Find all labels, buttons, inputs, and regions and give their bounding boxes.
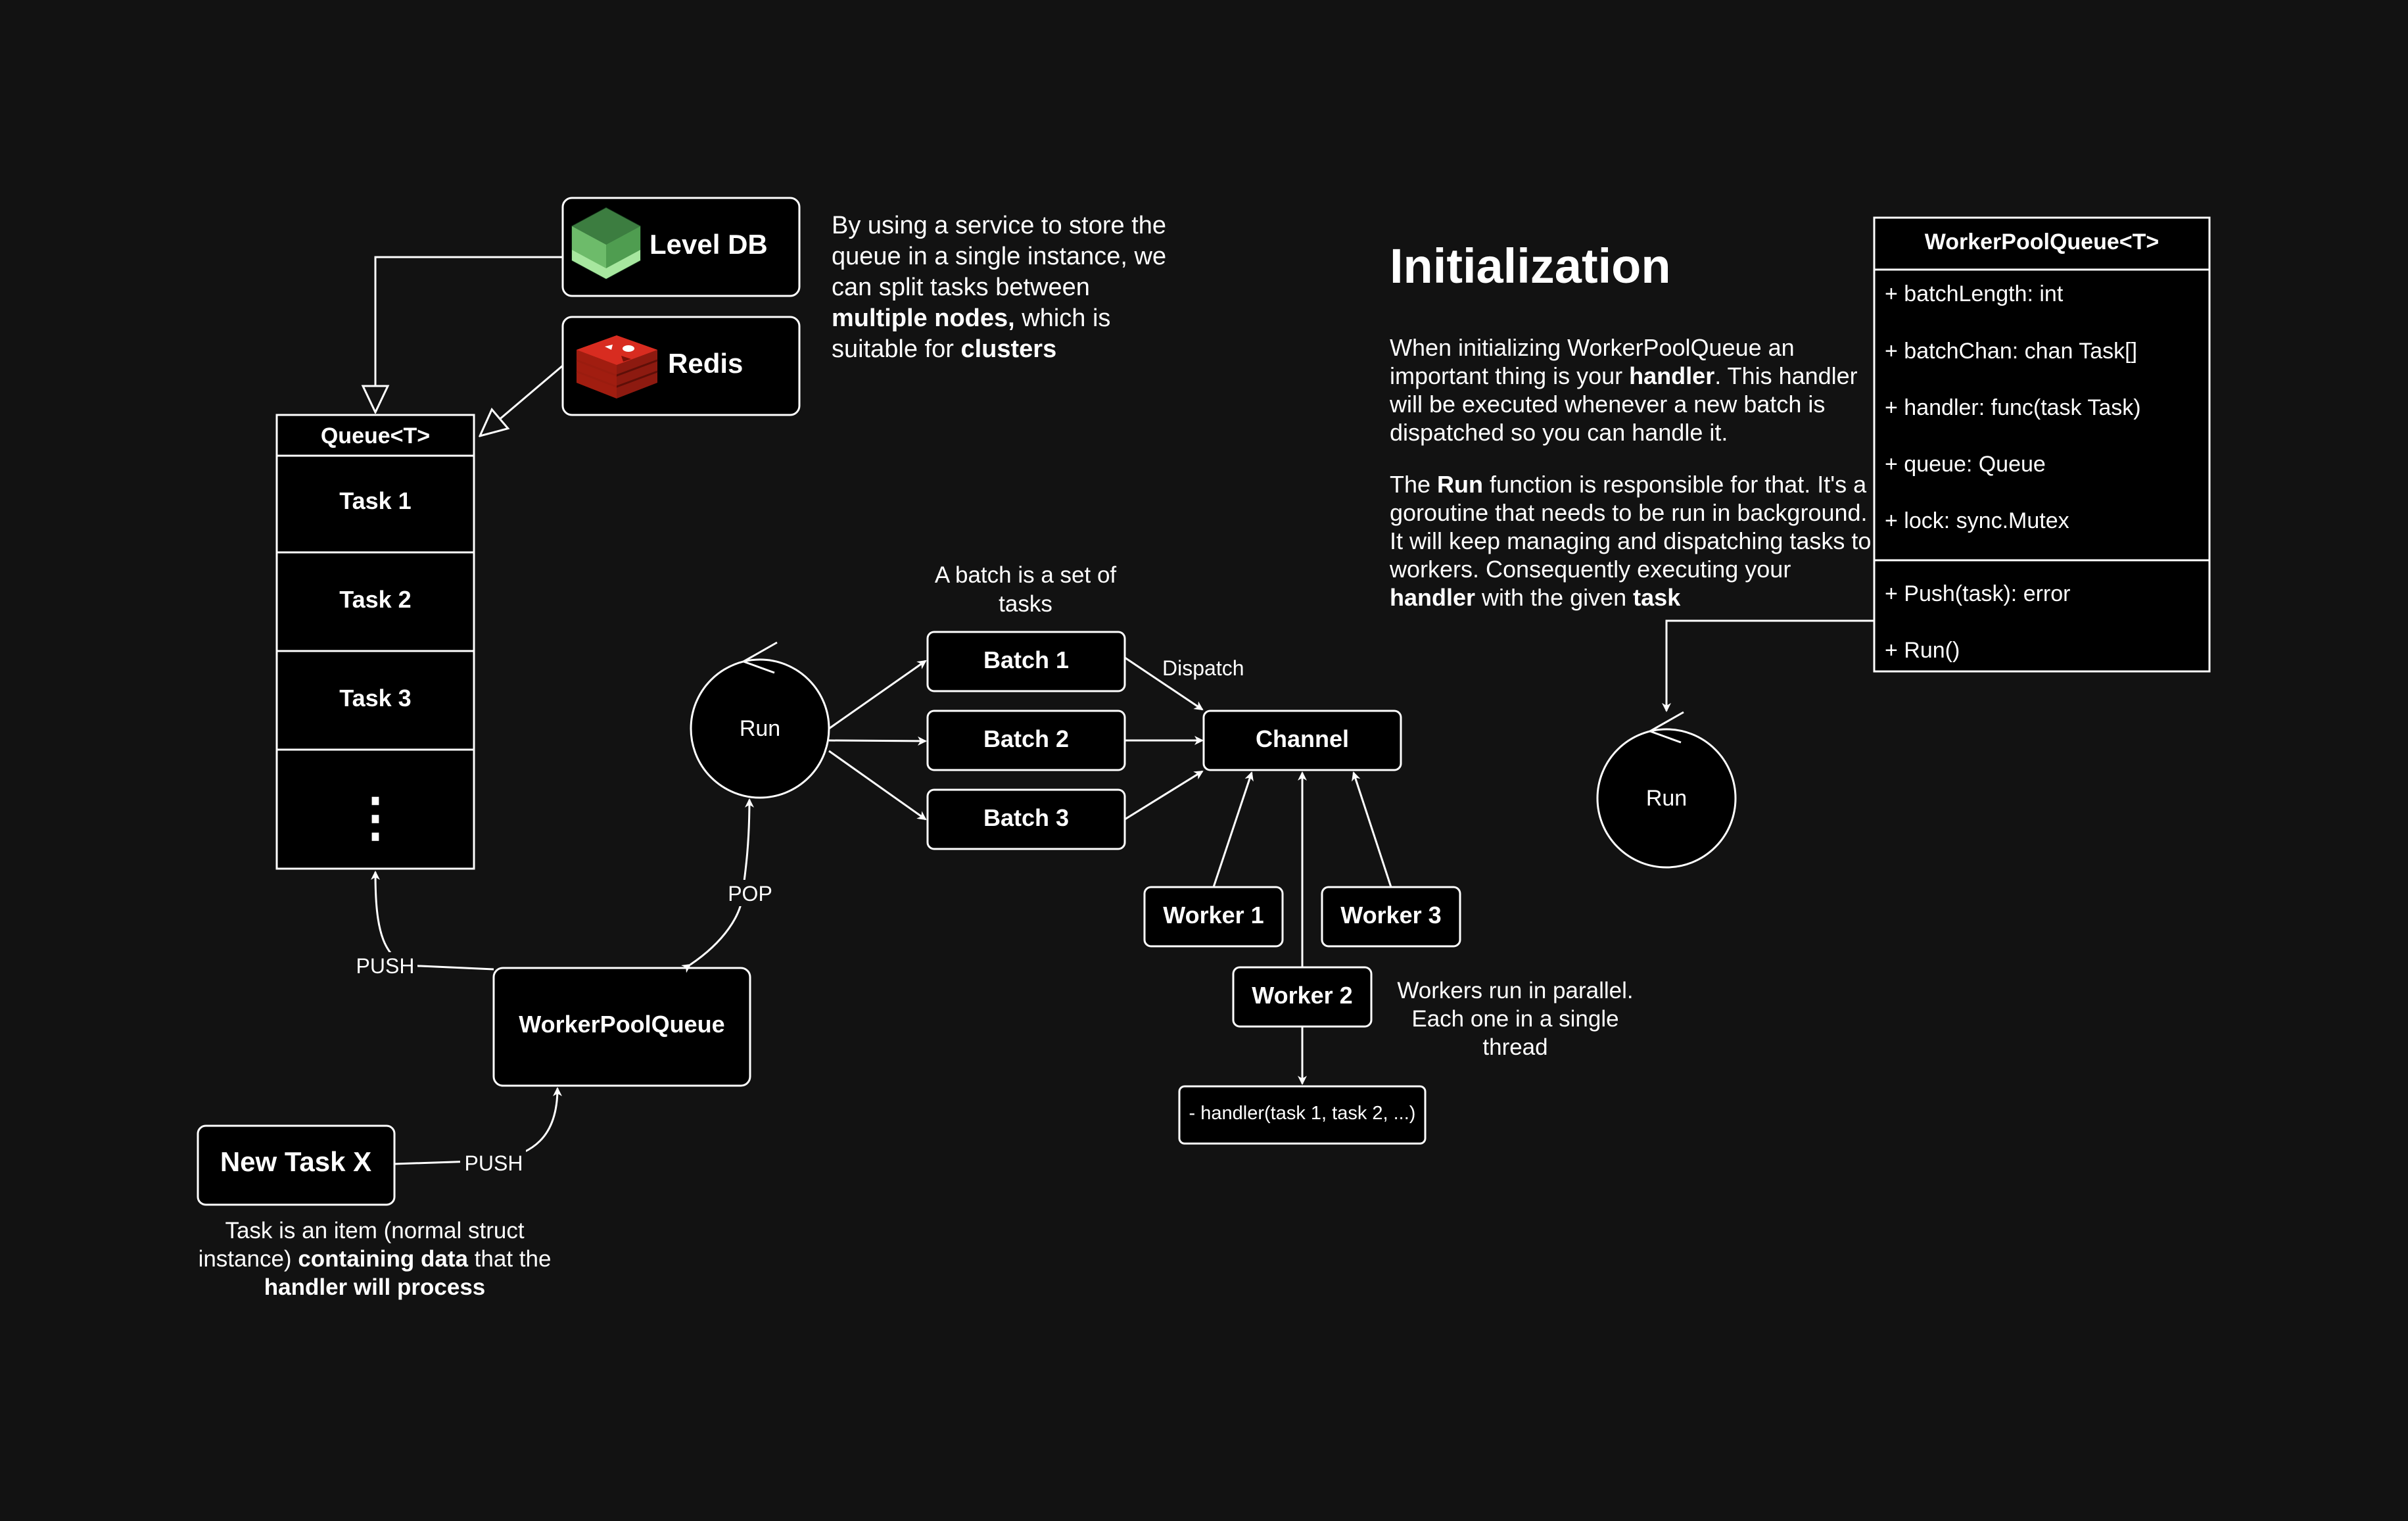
channel-node: Channel xyxy=(1202,710,1402,771)
workers-note: Workers run in parallel. Each one in a s… xyxy=(1397,978,1634,1060)
workerpool-box xyxy=(492,967,751,1087)
channel-label: Channel xyxy=(1256,725,1349,752)
new-task-node: New Task X xyxy=(197,1124,396,1206)
run-to-batch-2-connector xyxy=(828,736,927,746)
task-note-text-2: that the xyxy=(467,1246,552,1272)
class-field-1: + batchLength: int xyxy=(1885,281,2064,306)
run-label: Run xyxy=(740,716,780,741)
storage-note-text-2: which is suitable for xyxy=(832,304,1111,363)
storage-note-bold-2: clusters xyxy=(960,335,1057,363)
worker-3-to-channel-connector xyxy=(1352,771,1392,888)
init-p2-text-e: with the given xyxy=(1475,584,1634,611)
init-p1-bold-b: handler xyxy=(1629,362,1715,389)
initialization-paragraph-1: When initializing WorkerPoolQueue an imp… xyxy=(1390,333,1876,447)
new-task-note: Task is an item (normal struct instance)… xyxy=(197,1217,552,1301)
leveldb-label: Level DB xyxy=(649,229,768,260)
push-label-bottom: PUSH xyxy=(465,1151,523,1175)
queue-task-1: Task 1 xyxy=(339,487,411,514)
push-label-top: PUSH xyxy=(356,954,415,978)
dispatch-label: Dispatch xyxy=(1162,656,1244,680)
class-title: WorkerPoolQueue<T> xyxy=(1925,229,2159,254)
queue-ellipsis: ⋮ xyxy=(349,788,402,846)
queue-frame xyxy=(275,414,475,870)
channel-box xyxy=(1202,710,1402,771)
handler-label: - handler(task 1, task 2, ...) xyxy=(1189,1103,1416,1124)
class-field-2: + batchChan: chan Task[] xyxy=(1885,339,2137,364)
handler-node: - handler(task 1, task 2, ...) xyxy=(1178,1085,1427,1145)
run-node-right: Run xyxy=(1596,711,1737,869)
batch-1-to-channel-connector xyxy=(1124,656,1204,711)
class-field-5: + lock: sync.Mutex xyxy=(1885,508,2069,533)
queue-title: Queue<T> xyxy=(321,423,430,448)
init-p2-bold-b: Run xyxy=(1437,471,1484,498)
class-field-3: + handler: func(task Task) xyxy=(1885,395,2141,420)
workerpool-label: WorkerPoolQueue xyxy=(519,1011,724,1038)
batch-3-node: Batch 3 xyxy=(926,788,1126,850)
redis-to-queue-connector xyxy=(480,364,563,436)
worker-2-label: Worker 2 xyxy=(1252,982,1352,1009)
worker-3-label: Worker 3 xyxy=(1340,902,1441,929)
init-p1-text-c: . This handler will be executed whenever… xyxy=(1390,362,1858,446)
class-run-to-run-connector xyxy=(1662,619,1874,712)
new-task-label: New Task X xyxy=(220,1146,371,1177)
init-p2-text-a: The xyxy=(1390,471,1438,498)
initialization-paragraph-2: The Run function is responsible for that… xyxy=(1390,470,1876,612)
batch-2-label: Batch 2 xyxy=(983,725,1069,752)
storage-note: By using a service to store the queue in… xyxy=(832,210,1173,365)
class-field-4: + queue: Queue xyxy=(1885,452,2046,477)
run-label-right: Run xyxy=(1646,786,1687,811)
run-node: Run xyxy=(690,641,830,799)
leveldb-node: Level DB xyxy=(561,197,801,297)
init-p2-bold-d: handler xyxy=(1390,584,1476,611)
class-box: WorkerPoolQueue<T> + batchLength: int + … xyxy=(1873,216,2211,673)
worker-1-label: Worker 1 xyxy=(1163,902,1263,929)
worker-2-node: Worker 2 xyxy=(1232,966,1373,1028)
queue-box: Queue<T> Task 1 Task 2 Task 3 ⋮ xyxy=(275,414,475,870)
run-to-batch-1-connector xyxy=(828,660,927,730)
worker-1-node: Worker 1 xyxy=(1143,886,1284,948)
init-p1-text-a: When initializing WorkerPoolQueue an imp… xyxy=(1390,334,1795,389)
run-circle-right xyxy=(1596,728,1737,869)
batch-2-node: Batch 2 xyxy=(926,710,1126,771)
class-frame xyxy=(1873,216,2211,673)
worker-1-to-channel-connector xyxy=(1212,771,1254,888)
handler-box xyxy=(1178,1085,1427,1145)
task-note-text-1: Task is an item (normal struct instance) xyxy=(198,1218,525,1272)
queue-task-3: Task 3 xyxy=(339,685,411,712)
batch-1-label: Batch 1 xyxy=(983,646,1069,673)
workerpool-node: WorkerPoolQueue xyxy=(492,967,751,1087)
class-method-1: + Push(task): error xyxy=(1885,581,2070,606)
pop-label: POP xyxy=(728,882,772,905)
task-note-bold-1: containing data xyxy=(298,1246,468,1272)
batch-3-to-channel-connector xyxy=(1124,770,1204,821)
queue-task-2: Task 2 xyxy=(339,586,411,613)
batch-note: A batch is a set of tasks xyxy=(934,562,1117,617)
task-note-bold-2: handler will process xyxy=(264,1274,486,1300)
new-task-box xyxy=(197,1124,396,1206)
batch-1-node: Batch 1 xyxy=(926,631,1126,692)
leveldb-to-queue-connector xyxy=(375,256,563,412)
batch-1-box xyxy=(926,631,1126,692)
storage-note-text-1: By using a service to store the queue in… xyxy=(832,212,1167,301)
batch-3-label: Batch 3 xyxy=(983,804,1069,831)
run-loop-icon xyxy=(741,641,778,674)
worker-3-node: Worker 3 xyxy=(1321,886,1461,948)
init-p2-bold-f: task xyxy=(1633,584,1681,611)
redis-node: Redis xyxy=(561,316,801,416)
leveldb-icon xyxy=(571,206,641,280)
init-p2-text-c: function is responsible for that. It's a… xyxy=(1390,471,1872,583)
run-to-batch-3-connector xyxy=(828,750,927,821)
class-method-2: + Run() xyxy=(1885,638,1960,663)
initialization-title: Initialization xyxy=(1390,239,1671,293)
redis-icon xyxy=(576,335,658,398)
redis-label: Redis xyxy=(668,348,743,379)
storage-note-bold-1: multiple nodes, xyxy=(832,304,1015,332)
run-loop-icon-right xyxy=(1647,711,1684,744)
